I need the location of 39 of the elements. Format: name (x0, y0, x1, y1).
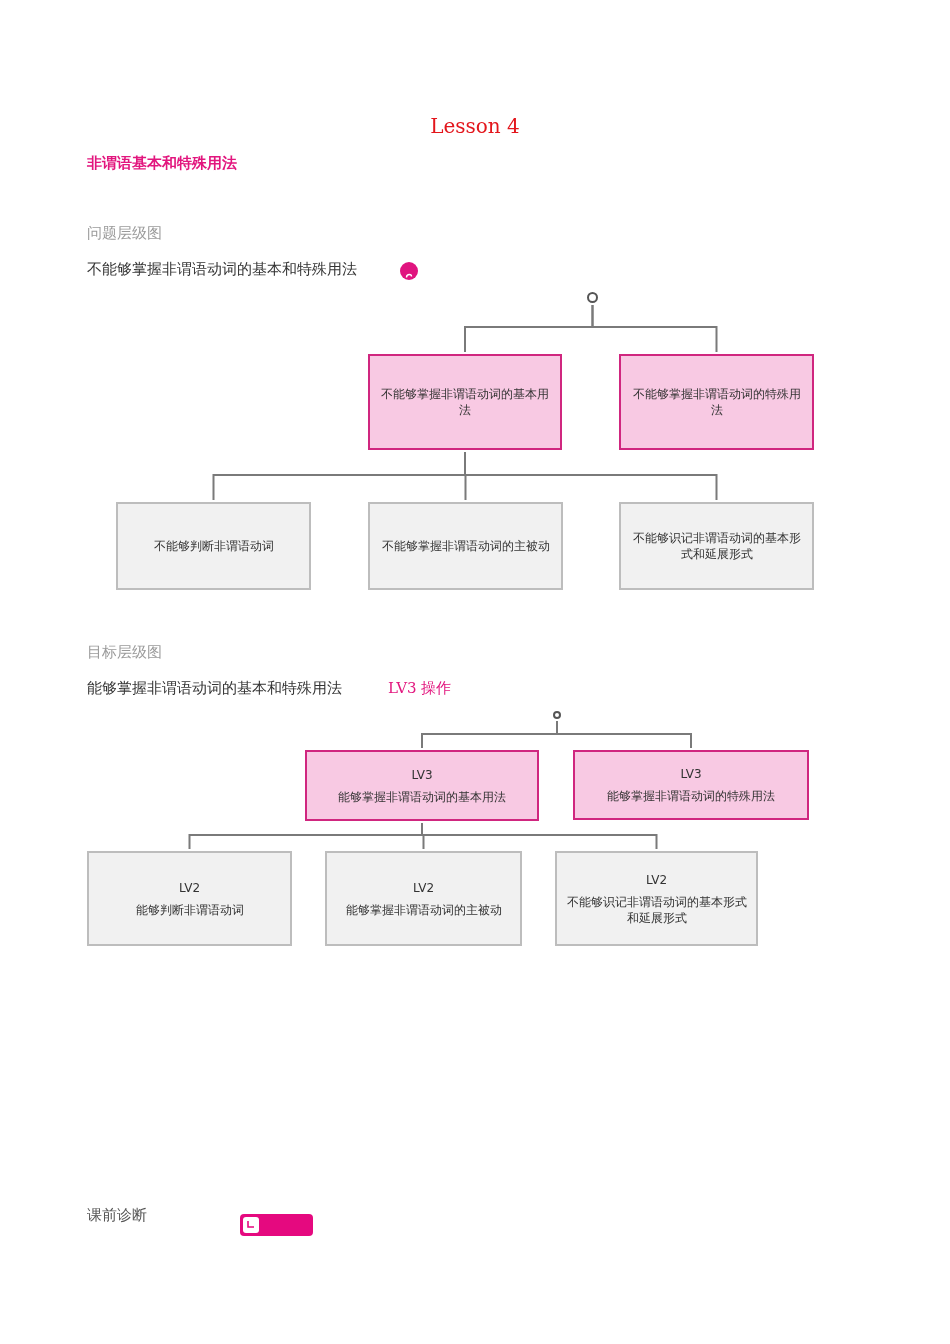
section-heading: 非谓语基本和特殊用法 (87, 153, 237, 173)
child-box (619, 502, 814, 590)
parent-box (619, 354, 814, 450)
level-label: LV3 (411, 766, 433, 783)
child-box (116, 502, 311, 590)
connector-line (421, 822, 658, 850)
level-label: LV2 (645, 871, 668, 888)
problem-statement: 不能够掌握非谓语动词的基本和特殊用法 (87, 259, 357, 279)
child-box (87, 851, 292, 946)
lesson-title: Lesson 4 (430, 113, 520, 139)
level-label: LV2 (412, 879, 435, 896)
level-tag: LV3 操作 (388, 678, 452, 698)
child-box (325, 851, 522, 946)
subheading: 问题层级图 (87, 223, 162, 243)
node-label: 不能够掌握非谓语动词的主被动 (381, 538, 550, 554)
level-label: LV3 (680, 766, 702, 782)
connector-line (591, 304, 718, 353)
node-label: 不能够识记非谓语动词的基本形式和延展形式 (631, 530, 802, 562)
node-label: 不能够掌握非谓语动词的基本用法 (380, 386, 550, 418)
level-label: LV2 (178, 879, 201, 896)
node-label: 不能够识记非谓语动词的基本形式和延展形式 (565, 893, 748, 926)
tree-root-ring (553, 711, 561, 719)
node-label: 能够判断非谓语动词 (135, 901, 244, 918)
node-label: 能够掌握非谓语动词的基本用法 (338, 788, 506, 805)
node-label: 能够掌握非谓语动词的主被动 (345, 901, 502, 918)
node-label: 能够掌握非谓语动词的特殊用法 (607, 788, 775, 804)
child-box (368, 502, 563, 590)
subheading: 目标层级图 (87, 642, 162, 662)
node-label: 不能够掌握非谓语动词的特殊用法 (631, 386, 802, 418)
connector-line (464, 451, 718, 501)
connector-line (556, 720, 692, 749)
tree-root-ring (587, 292, 598, 303)
parent-box (368, 354, 562, 450)
parent-box (305, 750, 539, 821)
parent-box (573, 750, 809, 820)
node-label: 不能够判断非谓语动词 (153, 538, 274, 554)
child-box (555, 851, 758, 946)
subheading: 课前诊断 (87, 1205, 147, 1225)
goal-statement: 能够掌握非谓语动词的基本和特殊用法 (87, 678, 342, 698)
